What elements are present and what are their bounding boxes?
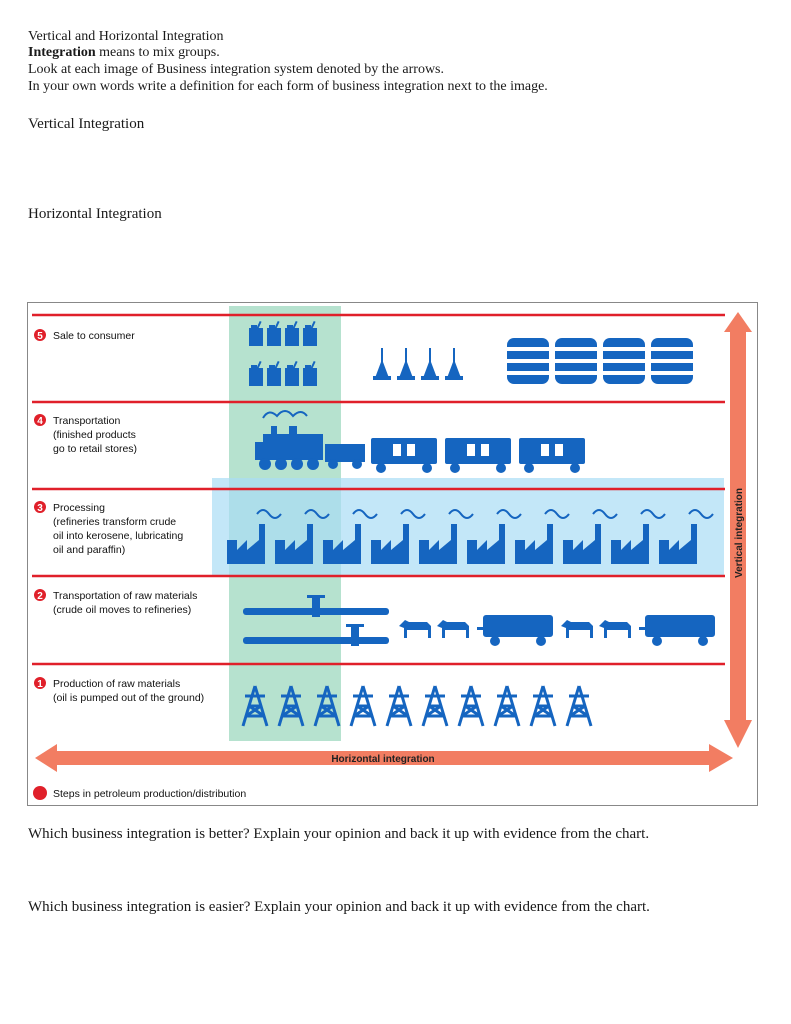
step-4-label-3: go to retail stores) (53, 443, 137, 455)
step-4-label: Transportation (53, 415, 120, 427)
step-3-label: Processing (53, 502, 105, 514)
instruction-2: In your own words write a definition for… (28, 79, 548, 95)
legend-marker (33, 786, 47, 800)
step-5-label: Sale to consumer (53, 330, 135, 342)
step-1-label-2: (oil is pumped out of the ground) (53, 692, 204, 704)
step-1-number: 1 (37, 679, 43, 690)
vertical-integration-heading: Vertical Integration (28, 116, 144, 133)
horizontal-integration-heading: Horizontal Integration (28, 206, 162, 223)
question-easier: Which business integration is easier? Ex… (28, 899, 650, 916)
vertical-integration-label: Vertical integration (734, 488, 745, 578)
definition-line: Integration means to mix groups. (28, 45, 220, 61)
step-4-number: 4 (37, 416, 43, 427)
step-4-label-2: (finished products (53, 429, 136, 441)
step-2-number: 2 (37, 591, 43, 602)
definition-text: means to mix groups. (96, 45, 220, 60)
integration-figure: 5 Sale to consumer 4 Transportation (fin… (27, 302, 758, 806)
legend: Steps in petroleum production/distributi… (33, 786, 246, 800)
step-3-label-2: (refineries transform crude (53, 516, 176, 528)
doc-title: Vertical and Horizontal Integration (28, 29, 224, 45)
step-2-label: Transportation of raw materials (53, 590, 197, 602)
step-3-number: 3 (37, 503, 43, 514)
horizontal-integration-label: Horizontal integration (331, 754, 434, 765)
legend-text: Steps in petroleum production/distributi… (53, 788, 246, 800)
question-better: Which business integration is better? Ex… (28, 826, 649, 843)
step-2-label-2: (crude oil moves to refineries) (53, 604, 191, 616)
step-5-number: 5 (37, 331, 43, 342)
step-3-label-4: oil and paraffin) (53, 544, 125, 556)
step-1-label: Production of raw materials (53, 678, 180, 690)
step-3-label-3: oil into kerosene, lubricating (53, 530, 183, 542)
instruction-1: Look at each image of Business integrati… (28, 62, 444, 78)
definition-term: Integration (28, 45, 96, 60)
